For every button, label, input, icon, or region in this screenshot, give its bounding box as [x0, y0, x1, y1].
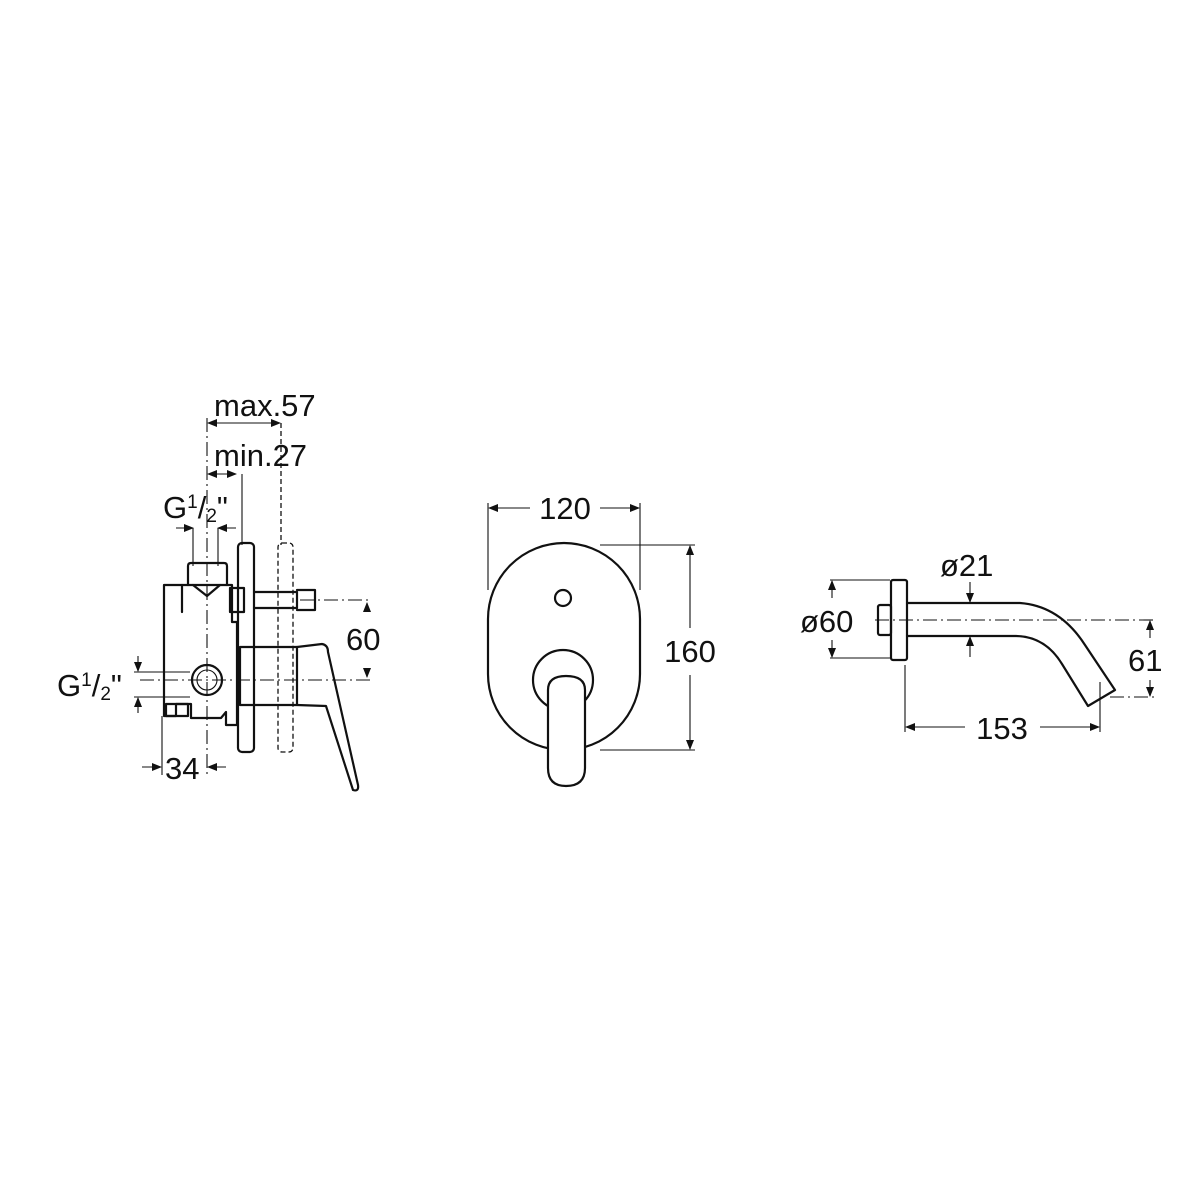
- lever-front: [546, 674, 587, 788]
- top-thread-label: G1/2": [163, 490, 228, 527]
- width-label: 120: [539, 491, 591, 526]
- projection-label: 153: [976, 711, 1028, 746]
- height-label: 160: [664, 634, 716, 669]
- depth-label: 34: [165, 751, 199, 786]
- spout-view: ø60 ø21 61 153: [800, 548, 1162, 746]
- diverter-knob: [553, 588, 573, 608]
- max-depth-label: max.57: [214, 388, 316, 423]
- cartridge-sleeve: [238, 645, 299, 707]
- front-view: 120 160: [486, 491, 716, 788]
- diverter-rod: [252, 588, 317, 612]
- side-thread-label: G1/2": [57, 668, 122, 705]
- min-depth-label: min.27: [214, 438, 307, 473]
- nut: [228, 586, 246, 614]
- side-view: max.57 min.27 G1/2" 60 G1/2": [57, 388, 380, 792]
- flange-diameter-label: ø60: [800, 604, 853, 639]
- top-inlet-fitting: [186, 561, 229, 587]
- pipe-diameter-label: ø21: [940, 548, 993, 583]
- valve-body: [162, 583, 239, 727]
- height-label: 60: [346, 622, 380, 657]
- lever-handle: [295, 642, 360, 792]
- drop-label: 61: [1128, 643, 1162, 678]
- body-detail: [180, 583, 222, 614]
- outlet-nut: [164, 702, 190, 718]
- spout-pipe: [905, 601, 1117, 708]
